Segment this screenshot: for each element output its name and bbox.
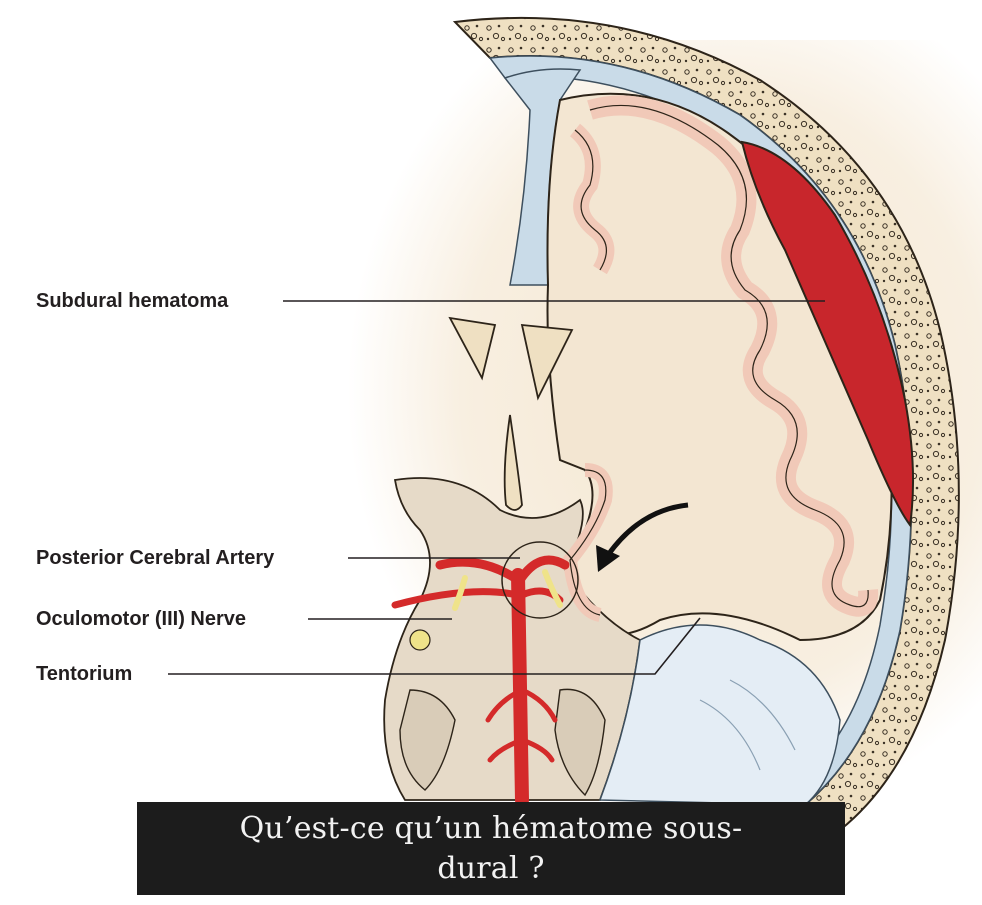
third-ventricle (503, 414, 523, 511)
brainstem-lobe-right (554, 688, 606, 797)
oculomotor-nerve-left (452, 575, 468, 611)
posterior-cerebral-artery-left (435, 557, 523, 585)
herniation-arrow (605, 502, 689, 557)
pontine-branches (485, 687, 558, 763)
posterior-cerebral-artery-right (515, 555, 570, 585)
lateral-ventricle-left (448, 316, 497, 381)
compression-highlight-circle (501, 541, 579, 619)
tentorium-sheet (598, 624, 841, 806)
label-posterior-cerebral-artery: Posterior Cerebral Artery (36, 547, 275, 569)
label-subdural-hematoma: Subdural hematoma (36, 290, 229, 312)
lateral-ventricle-right (520, 323, 574, 401)
brainstem-lobe-left (399, 689, 456, 791)
nerve-cross-section (409, 629, 431, 651)
label-tentorium: Tentorium (36, 663, 133, 685)
label-oculomotor-nerve: Oculomotor (III) Nerve (36, 608, 247, 630)
basilar-artery (511, 568, 529, 807)
caption-banner: Qu’est-ce qu’un hématome sous-dural ? (137, 802, 845, 895)
leader-tentorium (168, 617, 701, 675)
subdural-hematoma (740, 140, 915, 528)
caption-text: Qu’est-ce qu’un hématome sous-dural ? (239, 810, 743, 886)
cortex-gyri-outline (589, 104, 869, 608)
oculomotor-nerve-right (542, 569, 563, 608)
